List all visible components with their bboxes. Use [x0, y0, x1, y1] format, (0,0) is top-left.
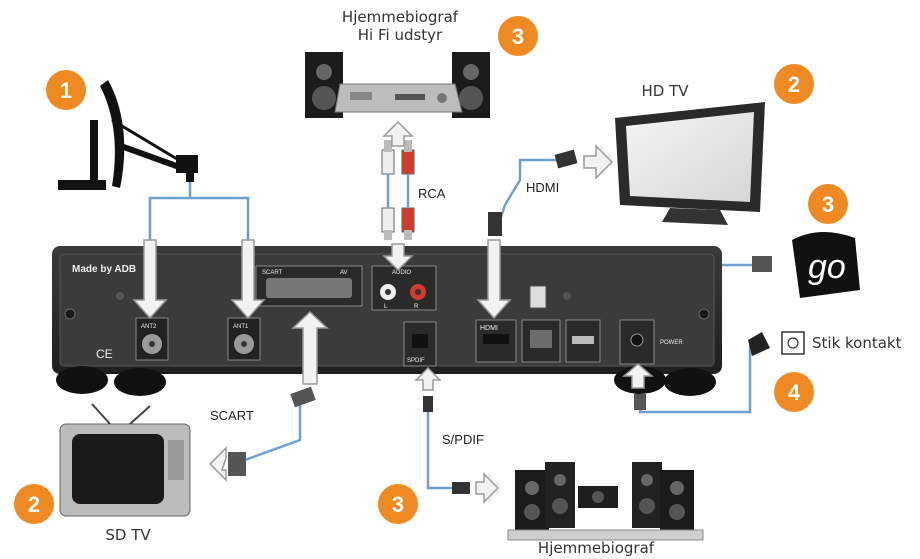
audio-rca-port[interactable]: AUDIO L R	[371, 265, 437, 311]
power-outlet-icon	[748, 331, 805, 356]
spdif-port[interactable]: SPDIF	[403, 321, 437, 367]
badge-satellite: 1	[46, 70, 86, 110]
arrow-scart-tv	[208, 446, 227, 482]
power-port-label: POWER	[660, 340, 683, 346]
ethernet-port[interactable]	[521, 319, 561, 363]
made-by-label: Made by ADB	[72, 264, 136, 275]
badge-home-theater-top: 3	[498, 16, 538, 56]
flat-tv-icon	[615, 102, 765, 225]
badge-sd-tv: 2	[14, 484, 54, 524]
ethernet-plug-device-icon	[529, 285, 547, 309]
spdif-label: S/PDIF	[442, 432, 484, 447]
audio-port-label: AUDIO	[392, 270, 411, 276]
ant2-label: ANT2	[141, 324, 157, 330]
crt-tv-icon	[59, 403, 191, 517]
power-port[interactable]: POWER	[619, 319, 683, 365]
hdmi-port-label: HDMI	[480, 325, 498, 332]
badge-go: 3	[808, 184, 848, 224]
arrow-power-up	[621, 363, 655, 389]
ethernet-plug-icon	[752, 256, 772, 272]
stik-kontakt-label: Stik kontakt	[812, 334, 902, 352]
scart-cable	[244, 400, 302, 462]
badge-power-number: 4	[788, 380, 801, 405]
arrow-rca-up	[382, 120, 414, 147]
go-logo-icon: go	[792, 231, 860, 298]
scart-port-label: SCART	[262, 270, 283, 276]
arrow-hdmi-device	[476, 239, 512, 320]
hdmi-port[interactable]: HDMI	[475, 319, 517, 363]
set-top-box-rear-panel: Made by ADB ANT2 ANT1 CE SCART AV	[52, 246, 722, 396]
surround-speakers-icon	[507, 462, 704, 541]
arrow-scart-up	[291, 310, 329, 385]
go-logo-text: go	[808, 248, 846, 286]
ant1-label: ANT1	[233, 324, 249, 330]
badge-home-theater-bottom: 3	[378, 484, 418, 524]
usb-port[interactable]	[565, 319, 601, 363]
scart-plug-bottom-icon	[228, 452, 246, 476]
ant2-port[interactable]: ANT2	[135, 317, 169, 361]
sd-tv-label: SD TV	[105, 526, 151, 544]
badge-hd-tv-number: 2	[788, 72, 800, 97]
home-theater-bottom-label: Hjemmebiograf	[538, 539, 655, 557]
spdif-plug-bottom-icon	[452, 482, 470, 494]
hdmi-plug-bottom-icon	[488, 212, 502, 236]
spdif-port-label: SPDIF	[407, 358, 425, 364]
arrow-spdif-up	[414, 366, 442, 391]
audio-l-label: L	[384, 304, 388, 310]
connectors	[228, 140, 772, 494]
badge-sd-tv-number: 2	[28, 492, 40, 517]
badge-power: 4	[774, 372, 814, 412]
arrow-spdif-speakers	[475, 472, 500, 504]
stereo-system-icon	[305, 52, 490, 118]
arrow-hdmi-tv	[583, 144, 614, 180]
badge-go-number: 3	[822, 192, 834, 217]
hdmi-cable	[493, 158, 565, 236]
badge-satellite-number: 1	[60, 78, 72, 103]
arrow-ant1	[230, 239, 266, 320]
spdif-cable	[426, 405, 455, 490]
av-port-label: AV	[340, 270, 348, 276]
arrow-rca-down	[382, 243, 414, 272]
rca-plug-top-icon	[381, 140, 415, 175]
arrows	[132, 120, 655, 504]
hd-tv-label: HD TV	[641, 82, 689, 100]
scart-plug-top-icon	[290, 386, 316, 408]
audio-r-label: R	[414, 304, 419, 310]
satellite-cable	[148, 180, 250, 240]
arrow-ant2	[132, 239, 168, 320]
hdmi-plug-top-icon	[554, 149, 578, 169]
spdif-plug-top-icon	[423, 396, 433, 412]
scart-label: SCART	[210, 408, 254, 423]
hdmi-label: HDMI	[526, 180, 559, 195]
home-theater-top-label-line1: Hjemmebiograf	[342, 8, 459, 26]
badge-hd-tv: 2	[774, 64, 814, 104]
badge-home-theater-top-number: 3	[512, 24, 524, 49]
rca-plug-bottom-icon	[381, 207, 415, 240]
power-plug-icon	[634, 394, 646, 410]
scart-port[interactable]: SCART AV	[255, 265, 363, 307]
rca-label: RCA	[418, 186, 446, 201]
ant1-port[interactable]: ANT1	[227, 317, 261, 361]
badge-home-theater-bottom-number: 3	[392, 492, 404, 517]
home-theater-top-label-line2: Hi Fi udstyr	[358, 26, 443, 44]
satellite-dish-icon	[58, 80, 198, 190]
ce-mark: CE	[96, 347, 113, 361]
